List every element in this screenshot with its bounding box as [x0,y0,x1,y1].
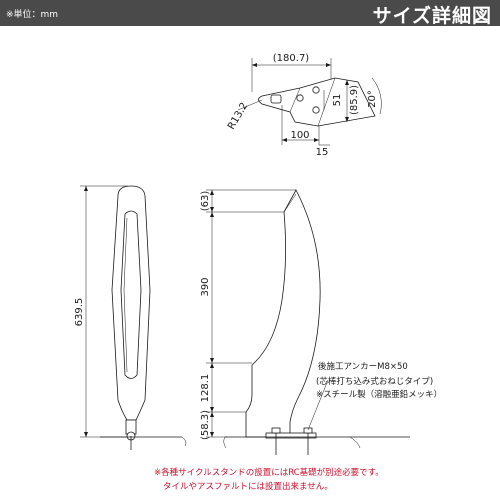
front-view: 639.5 [74,185,187,450]
top-view: (180.7) R13.2 51 (85.9) 20° 100 15 [226,53,382,158]
dim-15: 15 [316,147,329,158]
dim-width: (180.7) [273,53,310,64]
post-front-slot [120,210,142,379]
note-material: ※スチール製（溶融亜鉛メッキ） [316,389,442,400]
dim-51: 51 [332,94,343,107]
bracket-outline [258,77,376,127]
unit-label: ※単位：mm [6,10,59,20]
side-view: (63) 390 128.1 (58.3) [200,189,410,455]
note-anchor-detail: (芯棒打ち込み式おねじタイプ) [316,376,433,387]
dim-radius: R13.2 [226,101,250,132]
anchor-nut-left [271,427,281,434]
dim-85-9: (85.9) [349,85,360,115]
bolt-hole-2 [312,86,320,94]
notes: 後施工アンカーM8×50 (芯棒打ち込み式おねじタイプ) ※スチール製（溶融亜鉛… [154,361,442,492]
slot-hole [270,94,282,104]
dim-100: 100 [290,130,309,141]
dim-angle: 20° [367,90,378,108]
technical-drawing: (180.7) R13.2 51 (85.9) 20° 100 15 [74,53,442,492]
page-title: サイズ詳細図 [372,5,492,27]
dim-58-3: (58.3) [200,410,211,440]
dim-128-1: 128.1 [200,374,211,403]
warning-line-2: タイルやアスファルトには設置出来ません。 [163,481,333,492]
dim-height: 639.5 [74,298,85,327]
bolt-hole-3 [312,106,320,114]
dim-390: 390 [200,277,211,296]
warning-line-1: ※各種サイクルスタンドの設置にはRC基礎が別途必要です。 [154,467,384,478]
dim-63: (63) [200,191,211,212]
anchor-nut-right [303,427,313,434]
header-bar: ※単位：mm サイズ詳細図 [0,0,500,27]
note-anchor: 後施工アンカーM8×50 [318,361,408,372]
post-side-outline [245,189,321,438]
bolt-hole-1 [296,94,304,102]
base-plate [265,432,317,439]
